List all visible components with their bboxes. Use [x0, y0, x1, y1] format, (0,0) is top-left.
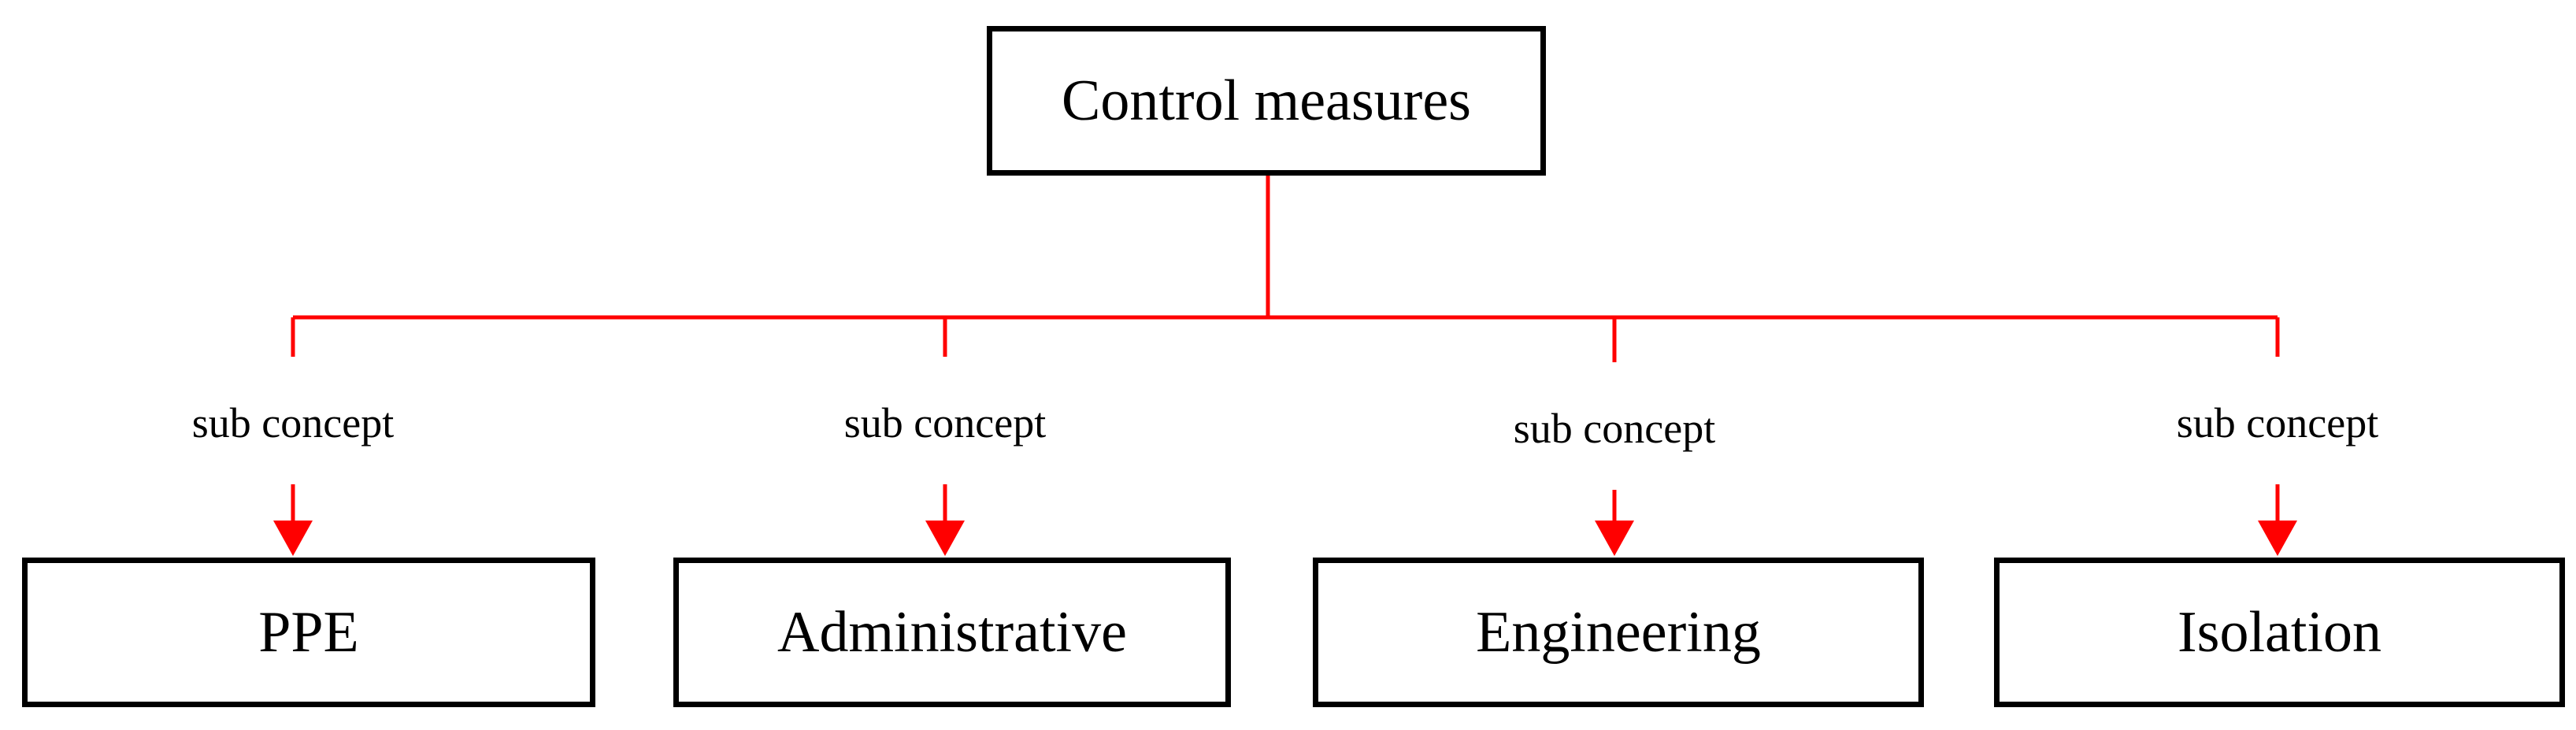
child-node-label: PPE: [258, 600, 359, 665]
arrowhead-administrative: [925, 521, 965, 556]
child-node-isolation: Isolation: [1994, 558, 2565, 707]
child-node-label: Administrative: [777, 600, 1127, 665]
arrowhead-group: [273, 521, 2297, 556]
child-node-administrative: Administrative: [673, 558, 1231, 707]
connector-group: [291, 176, 2280, 524]
root-node-label: Control measures: [1062, 69, 1471, 133]
edge-label-isolation: sub concept: [2176, 399, 2379, 447]
edge-label-ppe: sub concept: [191, 399, 395, 447]
arrowhead-engineering: [1595, 521, 1634, 556]
root-node-control-measures: Control measures: [987, 26, 1546, 176]
child-node-label: Isolation: [2178, 600, 2381, 665]
child-node-engineering: Engineering: [1313, 558, 1924, 707]
child-node-label: Engineering: [1476, 600, 1761, 665]
arrowhead-isolation: [2258, 521, 2297, 556]
edge-label-administrative: sub concept: [843, 399, 1047, 447]
arrowhead-ppe: [273, 521, 313, 556]
edge-label-engineering: sub concept: [1513, 405, 1716, 452]
child-node-ppe: PPE: [22, 558, 595, 707]
